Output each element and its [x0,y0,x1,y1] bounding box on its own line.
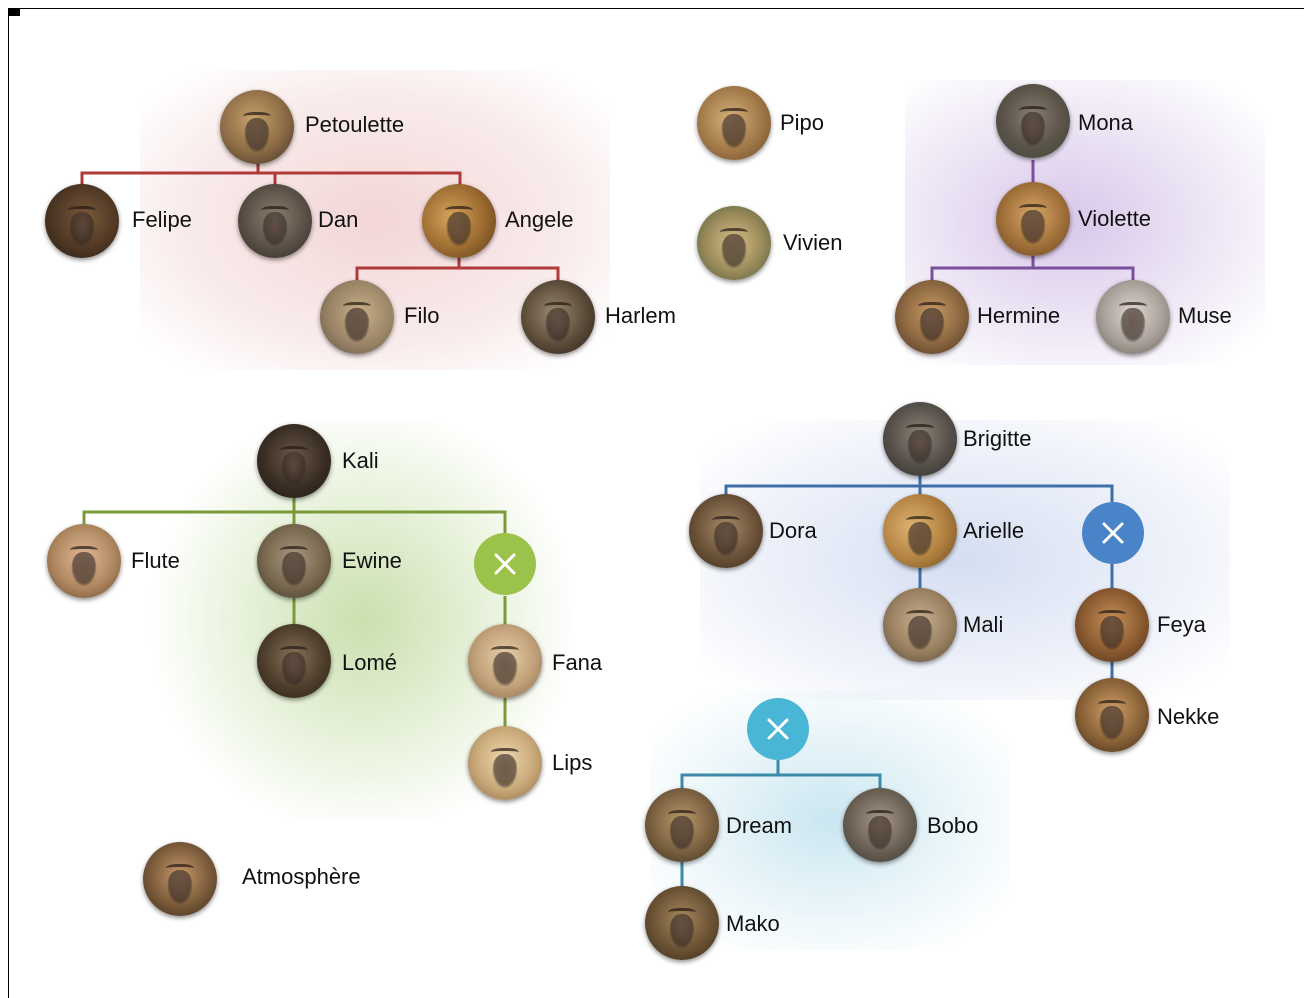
label-bobo: Bobo [927,813,979,838]
portrait-dan [238,184,312,258]
portrait-atmosphere [143,842,217,916]
teal-family-links [680,760,882,888]
close-icon [747,698,809,760]
portrait-fana [468,624,542,698]
label-vivien: Vivien [783,230,843,255]
label-feya: Feya [1157,612,1206,637]
portrait-feya [1075,588,1149,662]
label-dora: Dora [769,518,817,543]
figure-frame [8,8,1304,998]
portrait-filo [320,280,394,354]
portrait-mona [996,84,1070,158]
label-pipo: Pipo [780,110,825,135]
green-family-links [82,498,507,728]
unknown-parent-blue [1082,502,1144,564]
label-flute: Flute [131,548,180,573]
unknown-parent-green [474,533,536,595]
label-kali: Kali [342,448,379,473]
label-hermine: Hermine [977,303,1061,328]
label-lips: Lips [552,750,593,775]
portrait-harlem [521,280,595,354]
portrait-brigitte [883,402,957,476]
portrait-kali [257,424,331,498]
label-dream: Dream [726,813,793,838]
label-harlem: Harlem [605,303,676,328]
portrait-violette [996,182,1070,256]
label-brigitte: Brigitte [963,426,1032,451]
portrait-flute [47,524,121,598]
portrait-pipo [697,86,771,160]
label-violette: Violette [1078,206,1151,231]
label-mako: Mako [726,911,780,936]
portrait-mali [883,588,957,662]
label-angele: Angele [505,207,574,232]
label-filo: Filo [404,303,440,328]
label-felipe: Felipe [132,207,192,232]
label-muse: Muse [1178,303,1232,328]
label-arielle: Arielle [963,518,1025,543]
portrait-felipe [45,184,119,258]
unknown-parent-teal [747,698,809,760]
portrait-bobo [843,788,917,862]
label-ewine: Ewine [342,548,402,573]
label-atmosphere: Atmosphère [242,864,361,889]
label-dan: Dan [318,207,359,232]
close-icon [1082,502,1144,564]
purple-family-links [930,160,1135,282]
portrait-ewine [257,524,331,598]
label-nekke: Nekke [1157,704,1220,729]
portrait-lome [257,624,331,698]
portrait-vivien [697,206,771,280]
label-mona: Mona [1078,110,1134,135]
portrait-dream [645,788,719,862]
portrait-lips [468,726,542,800]
portrait-dora [689,494,763,568]
portrait-arielle [883,494,957,568]
portrait-petoulette [220,90,294,164]
label-fana: Fana [552,650,603,675]
portrait-mako [645,886,719,960]
corner-marker [8,8,20,16]
label-lome: Lomé [342,650,398,675]
portrait-muse [1096,280,1170,354]
label-petoulette: Petoulette [305,112,405,137]
label-mali: Mali [963,612,1004,637]
portrait-angele [422,184,496,258]
portrait-nekke [1075,678,1149,752]
portrait-hermine [895,280,969,354]
close-icon [474,533,536,595]
